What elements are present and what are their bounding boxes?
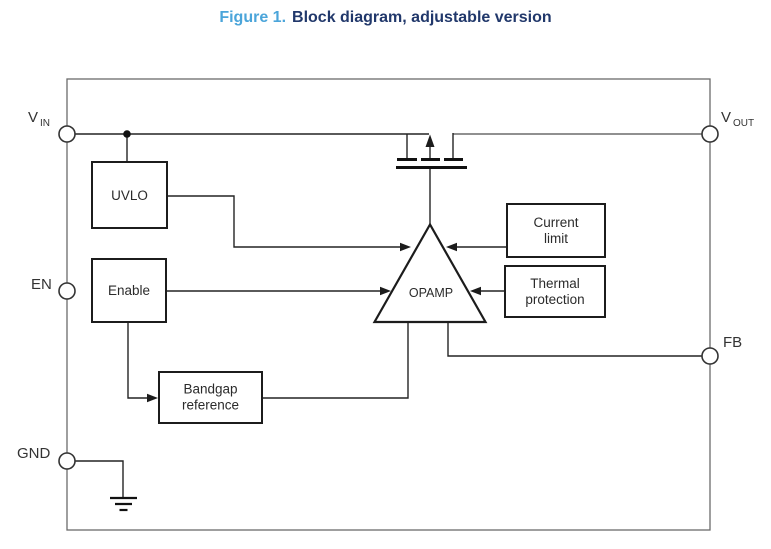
- arrowhead-thermal-icon: [470, 286, 481, 296]
- vout-label-sub: OUT: [733, 118, 754, 129]
- thermal-protection-label-line2: protection: [525, 292, 584, 307]
- bandgap-label-line1: Bandgap: [183, 382, 237, 397]
- wire-opamp-to-fb: [447, 322, 710, 357]
- ic-boundary-box: [66, 78, 711, 531]
- wire-uvlo-to-opamp: [167, 195, 400, 248]
- junction-dot: [123, 130, 131, 138]
- enable-label: Enable: [108, 283, 150, 298]
- fb-pin: [701, 347, 719, 365]
- gnd-pin: [58, 452, 76, 470]
- vout-pin: [701, 125, 719, 143]
- opamp-triangle: [372, 222, 488, 324]
- vout-label-main: V: [721, 109, 731, 126]
- bandgap-label-line2: reference: [182, 398, 239, 413]
- mosfet-body-arrow-icon: [425, 134, 435, 147]
- mosfet-pass-transistor: [396, 133, 467, 169]
- arrowhead-enable-icon: [380, 286, 391, 296]
- current-limit-label-line1: Current: [533, 215, 578, 230]
- figure-caption: Block diagram, adjustable version: [292, 9, 552, 26]
- ground-symbol-icon: [110, 496, 137, 512]
- current-limit-block: [506, 203, 606, 258]
- vout-pin-label: V OUT: [721, 109, 754, 129]
- en-pin: [58, 282, 76, 300]
- vin-label-sub: IN: [40, 118, 50, 129]
- wire-bandgap-to-opamp: [262, 322, 409, 399]
- vin-label-main: V: [28, 109, 38, 126]
- uvlo-label: UVLO: [111, 188, 148, 203]
- arrowhead-bandgap-icon: [147, 393, 158, 403]
- arrowhead-uvlo-icon: [400, 242, 411, 252]
- figure-title: Figure 1. Block diagram, adjustable versi…: [0, 9, 771, 27]
- arrowhead-currentlimit-icon: [446, 242, 457, 252]
- enable-block: [91, 258, 167, 323]
- wire-gnd: [67, 460, 124, 498]
- gnd-pin-label: GND: [17, 445, 51, 462]
- figure-number: Figure 1.: [219, 9, 287, 26]
- vin-pin: [58, 125, 76, 143]
- vin-pin-label: V IN: [28, 109, 50, 129]
- current-limit-label-line2: limit: [544, 231, 568, 246]
- opamp-label: OPAMP: [409, 286, 453, 300]
- thermal-protection-label-line1: Thermal: [530, 276, 580, 291]
- bandgap-reference-block: [158, 371, 263, 424]
- fb-pin-label: FB: [723, 334, 742, 351]
- en-pin-label: EN: [31, 276, 52, 293]
- wire-enable-to-bandgap: [127, 322, 147, 399]
- uvlo-block: [91, 161, 168, 229]
- thermal-protection-block: [504, 265, 606, 318]
